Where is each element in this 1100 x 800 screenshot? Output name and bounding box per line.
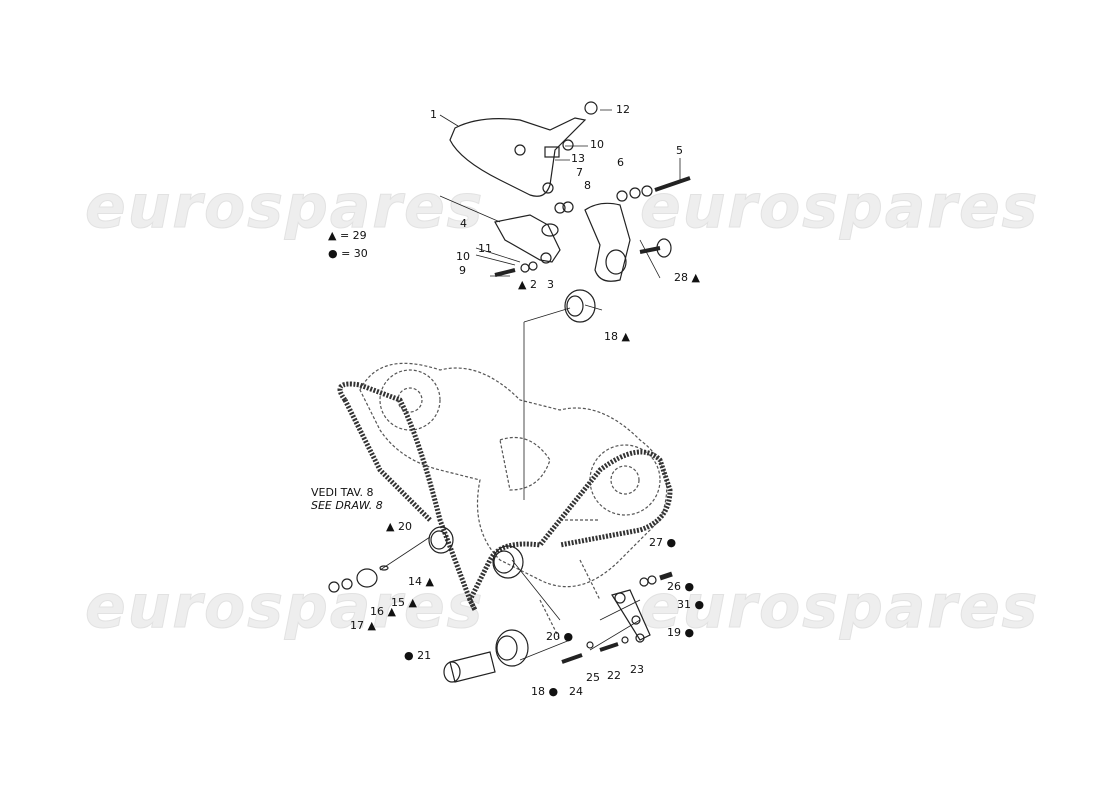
callout-label: 7 [576, 166, 583, 179]
legend-triangle: ▲ = 29 [328, 229, 367, 242]
callout-label: 4 [460, 217, 467, 230]
watermark: eurospares [84, 572, 485, 643]
callout-label: 16 ▲ [370, 605, 396, 618]
bolt-part-13 [544, 146, 560, 158]
bolt-part-22 [599, 642, 619, 652]
callout-label: 15 ▲ [391, 596, 417, 609]
bolt-part-24 [561, 653, 583, 664]
callout-label: 20 ● [546, 630, 574, 643]
callout-label: 9 [459, 264, 466, 277]
callout-label: 31 ● [677, 598, 705, 611]
nut-part-12 [584, 101, 598, 115]
bolt-head-part-28 [656, 238, 672, 258]
callout-label: 13 [571, 152, 585, 165]
pulley-part-20-left [428, 526, 454, 554]
callout-label: 24 [569, 685, 583, 698]
callout-label: 28 ▲ [674, 271, 700, 284]
pulley-part-20-right [492, 545, 524, 579]
watermark: eurospares [639, 572, 1040, 643]
washer-part-8 [562, 201, 574, 213]
pulley-part-18-bottom [495, 629, 529, 667]
callout-label: ● 21 [404, 649, 432, 662]
bolt-part-5 [654, 176, 691, 192]
callout-label: ▲ 2 [518, 278, 537, 291]
washer-part-7 [554, 202, 566, 214]
washer-part-10b [520, 263, 530, 273]
callout-label: 19 ● [667, 626, 695, 639]
bushing-part-21 [443, 651, 496, 683]
reference-note: VEDI TAV. 8 SEE DRAW. 8 [311, 486, 383, 512]
bracket-part-19 [611, 589, 651, 643]
washer-part-11 [528, 261, 538, 271]
nut-part-17 [328, 581, 340, 593]
callout-label: 3 [547, 278, 554, 291]
callout-label: 8 [584, 179, 591, 192]
callout-label: 17 ▲ [350, 619, 376, 632]
watermark: eurospares [84, 172, 485, 243]
legend-circle: ● = 30 [328, 247, 368, 260]
washer-part-27 [639, 577, 649, 587]
watermark: eurospares [639, 172, 1040, 243]
callout-label: 22 [607, 669, 621, 682]
spacer-part-15 [356, 568, 378, 588]
reference-note-line1: VEDI TAV. 8 [311, 486, 374, 499]
callout-label: 11 [478, 242, 492, 255]
callout-label: 1 [430, 108, 437, 121]
callout-label: 23 [630, 663, 644, 676]
callout-label: 14 ▲ [408, 575, 434, 588]
bolt-part-9 [494, 268, 516, 277]
callout-label: 26 ● [667, 580, 695, 593]
callout-label: 5 [676, 144, 683, 157]
tensioner-arm-part-4 [494, 214, 561, 264]
washer-part-25 [586, 641, 594, 649]
pin-part-14 [379, 565, 389, 571]
leader-lines [379, 109, 681, 661]
washer-part-23 [621, 636, 629, 644]
bracket-part-1 [449, 117, 587, 197]
callout-label: 12 [616, 103, 630, 116]
callout-label: 18 ▲ [604, 330, 630, 343]
callout-label: ▲ 20 [386, 520, 412, 533]
callout-label: 10 [590, 138, 604, 151]
callout-label: 25 [586, 671, 600, 684]
pulley-part-18-top [564, 289, 596, 323]
washer-part-10 [562, 139, 574, 151]
washer-part-16 [341, 578, 353, 590]
callout-label: 18 ● [531, 685, 559, 698]
callout-label: 6 [617, 156, 624, 169]
arm-part-3 [584, 202, 631, 282]
washers-part-6 [616, 185, 653, 202]
callout-label: 27 ● [649, 536, 677, 549]
washer-part-31 [647, 575, 657, 585]
callout-label: 10 [456, 250, 470, 263]
bolt-part-26 [659, 571, 673, 581]
timing-belt [337, 381, 673, 613]
reference-note-line2: SEE DRAW. 8 [311, 499, 383, 512]
